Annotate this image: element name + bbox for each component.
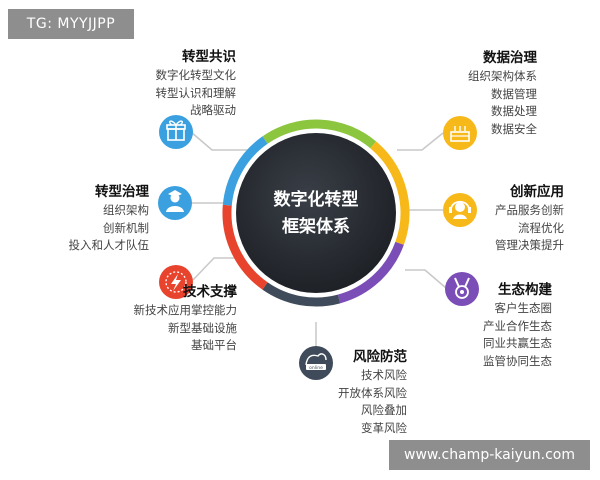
block-risk-item: 开放体系风险	[338, 385, 407, 400]
ring-segment-purple	[337, 241, 404, 304]
block-innovation-item: 管理决策提升	[495, 238, 564, 252]
block-tech-support-item: 新技术应用掌控能力	[133, 303, 238, 317]
block-transformation: 转型共识 数字化转型文化 转型认识和理解 战略驱动	[156, 45, 237, 120]
gift-icon	[159, 115, 193, 149]
ring-segment-blue	[222, 136, 268, 206]
block-governance-item: 组织架构	[103, 203, 149, 217]
block-governance-title: 转型治理	[95, 184, 149, 200]
block-data-governance-item: 组织架构体系	[468, 69, 537, 83]
block-data-governance-item: 数据处理	[491, 104, 537, 118]
ring-segment-green	[262, 119, 377, 149]
block-innovation: 创新应用 产品服务创新 流程优化 管理决策提升	[495, 180, 564, 255]
block-ecosystem: 生态构建 客户生态圈 产业合作生态 同业共赢生态 监管协同生态	[483, 278, 552, 370]
block-ecosystem-item: 同业共赢生态	[483, 336, 552, 350]
block-innovation-title: 创新应用	[510, 184, 564, 200]
block-ecosystem-title: 生态构建	[498, 282, 552, 298]
block-transformation-item: 数字化转型文化	[155, 68, 237, 82]
block-transformation-item: 战略驱动	[190, 103, 236, 117]
headset-icon	[443, 193, 477, 227]
ring-segment-slate	[262, 282, 341, 307]
center-title-line2: 框架体系	[282, 216, 350, 237]
connector-data-governance	[397, 132, 444, 151]
block-transformation-item: 转型认识和理解	[155, 85, 237, 100]
watermark-top: TG: MYYJJPP	[8, 9, 134, 39]
outer-ring	[222, 119, 410, 307]
block-data-governance-title: 数据治理	[483, 50, 537, 66]
person-icon	[158, 186, 192, 220]
block-transformation-title: 转型共识	[182, 49, 236, 65]
connector-ecosystem	[405, 269, 447, 289]
connector-transformation	[190, 131, 248, 151]
block-innovation-item: 流程优化	[518, 220, 564, 235]
block-risk-title: 风险防范	[353, 349, 407, 365]
medal-icon	[445, 272, 479, 306]
block-risk: 风险防范 技术风险 开放体系风险 风险叠加 变革风险	[338, 345, 407, 437]
block-ecosystem-item: 监管协同生态	[483, 353, 552, 368]
center-disc	[236, 133, 396, 293]
block-governance-item: 投入和人才队伍	[68, 238, 150, 252]
connector-lines	[190, 131, 447, 360]
block-risk-item: 变革风险	[361, 420, 407, 435]
block-tech-support-item: 基础平台	[191, 338, 237, 352]
block-governance: 转型治理 组织架构 创新机制 投入和人才队伍	[69, 180, 150, 255]
block-tech-support-item: 新型基础设施	[168, 320, 237, 335]
ring-segment-red	[222, 204, 268, 290]
block-ecosystem-item: 产业合作生态	[483, 318, 552, 333]
online-icon-text: online	[309, 365, 323, 371]
block-innovation-item: 产品服务创新	[495, 203, 564, 217]
block-risk-item: 技术风险	[361, 368, 407, 382]
block-tech-support-title: 技术支撑	[183, 284, 237, 300]
block-data-governance: 数据治理 组织架构体系 数据管理 数据处理 数据安全	[468, 46, 537, 138]
center-title-line1: 数字化转型	[274, 189, 359, 210]
block-tech-support: 技术支撑 新技术应用掌控能力 新型基础设施 基础平台	[134, 280, 238, 355]
block-data-governance-item: 数据安全	[491, 121, 537, 136]
ring-segment-yellow	[370, 141, 410, 245]
block-data-governance-item: 数据管理	[491, 86, 537, 101]
block-risk-item: 风险叠加	[361, 403, 407, 417]
bolt-icon	[159, 265, 193, 299]
block-ecosystem-item: 客户生态圈	[494, 301, 553, 315]
online-icon: online	[299, 346, 333, 380]
block-governance-item: 创新机制	[103, 220, 149, 235]
watermark-bottom: www.champ-kaiyun.com	[389, 440, 590, 470]
cake-icon	[443, 116, 477, 150]
connector-tech-support	[192, 257, 238, 281]
